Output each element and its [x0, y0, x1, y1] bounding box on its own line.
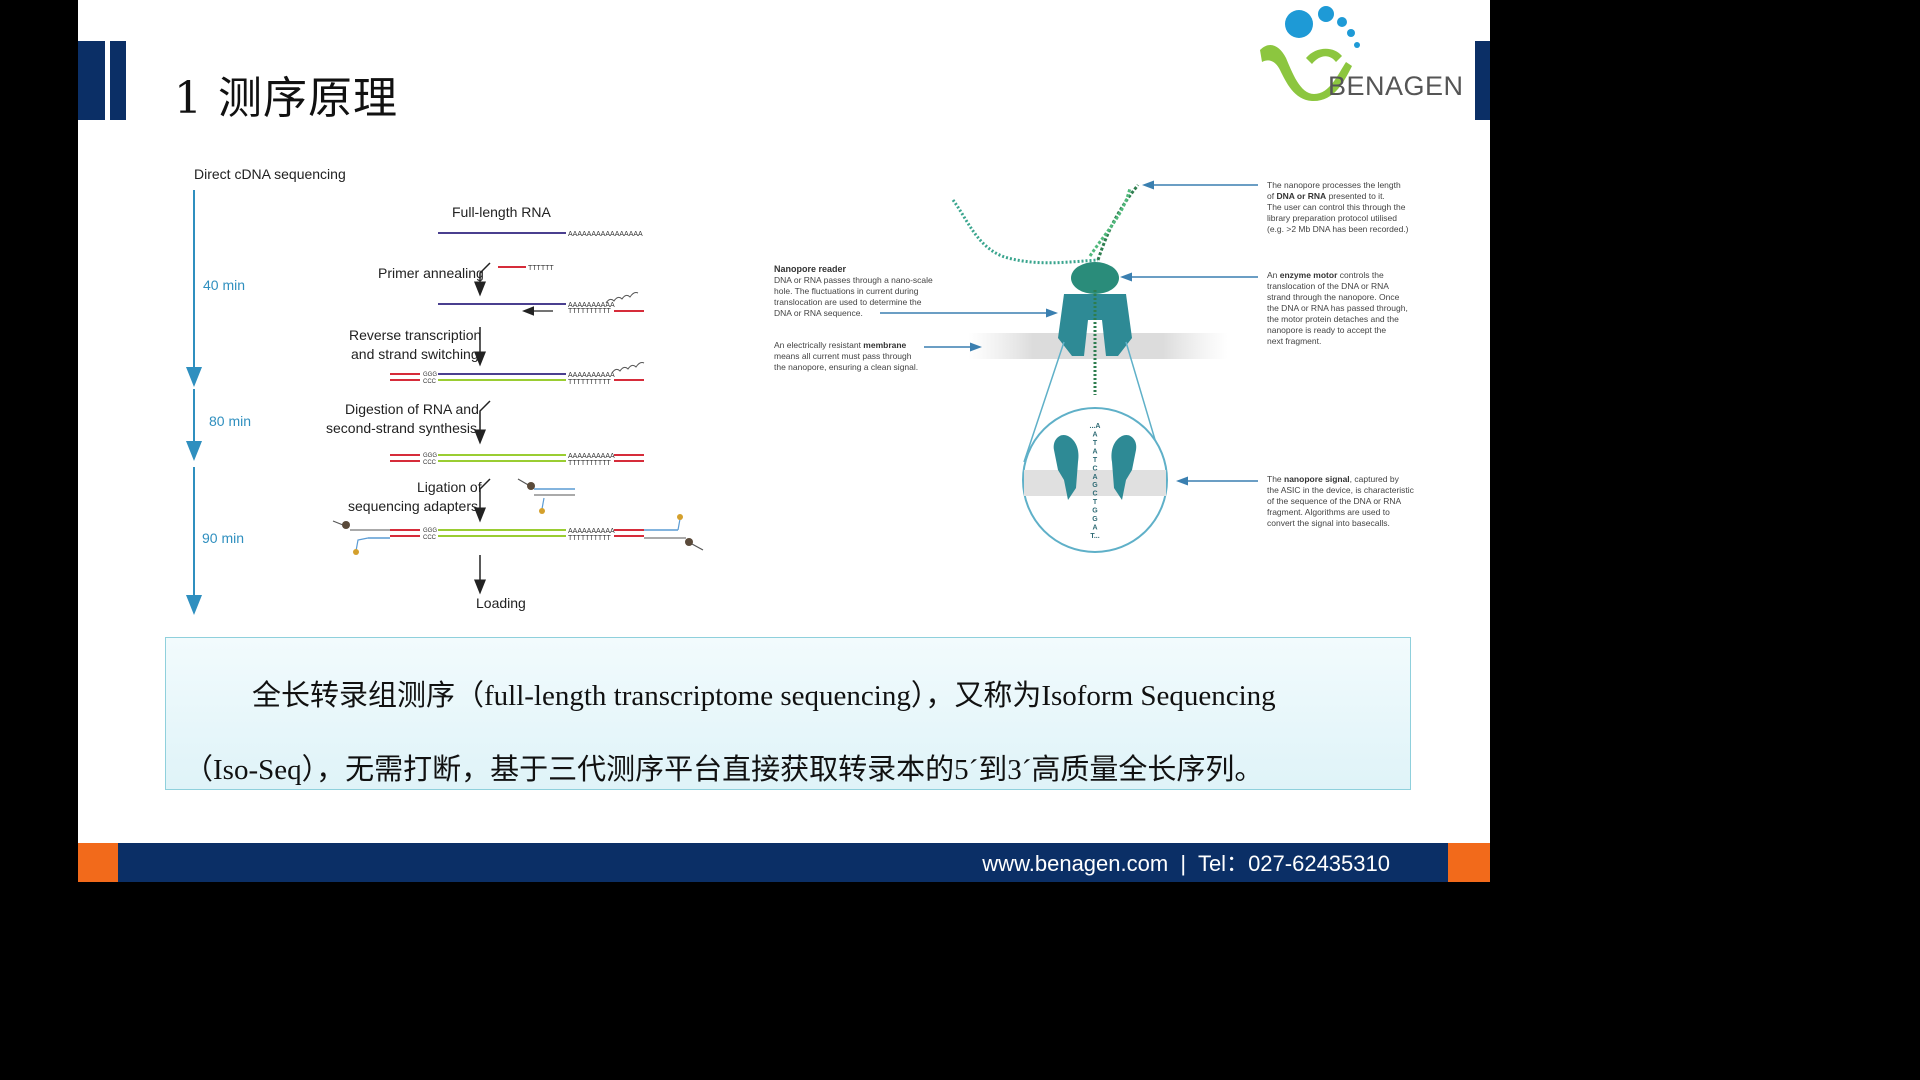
left-accent-bar-wide [78, 41, 105, 120]
time-label-1: 40 min [203, 277, 245, 293]
ggg-2: GGG [423, 453, 437, 459]
length-line-3: The user can control this through the [1267, 202, 1406, 212]
enzyme-line-5: the motor protein detaches and the [1267, 314, 1399, 324]
description-box: 全长转录组测序（full-length transcriptome sequen… [165, 637, 1411, 790]
polya-tail-3: AAAAAAAAAA [568, 372, 615, 379]
dna-base-letter: G [1092, 482, 1098, 489]
dna-base-letter: G [1092, 508, 1098, 515]
time-label-2: 80 min [209, 413, 251, 429]
signal-line-5: convert the signal into basecalls. [1267, 518, 1390, 528]
description-line-2: （Iso-Seq），无需打断，基于三代测序平台直接获取转录本的5´到3´高质量全… [184, 754, 1264, 786]
dna-base-letter: C [1092, 465, 1097, 472]
signal-line-4: fragment. Algorithms are used to [1267, 507, 1390, 517]
membrane-line-3: the nanopore, ensuring a clean signal. [774, 362, 918, 372]
polya-tail-4: AAAAAAAAAA [568, 453, 615, 460]
dna-base-letter: ...A [1090, 423, 1101, 430]
dna-base-letter: A [1092, 448, 1097, 455]
signal-line-1: The nanopore signal, captured by [1267, 474, 1400, 484]
length-line-4: library preparation protocol utilised [1267, 213, 1397, 223]
enzyme-line-7: next fragment. [1267, 336, 1321, 346]
length-line-5: (e.g. >2 Mb DNA has been recorded.) [1267, 224, 1409, 234]
description-line-1: 全长转录组测序（full-length transcriptome sequen… [252, 680, 1276, 712]
logo-text: BENAGEN [1328, 71, 1464, 101]
reader-line-1: DNA or RNA passes through a nano-scale [774, 275, 933, 285]
page-title: 1 测序原理 [174, 73, 398, 124]
enzyme-line-4: the DNA or RNA has passed through, [1267, 303, 1408, 313]
step-ligation-line1: Ligation of [417, 479, 482, 495]
reader-line-2: hole. The fluctuations in current during [774, 286, 919, 296]
step-rt-line2: and strand switching [351, 346, 479, 362]
enzyme-line-6: nanopore is ready to accept the [1267, 325, 1386, 335]
polya-tail-2: AAAAAAAAAA [568, 302, 615, 309]
footer-accent-left [78, 843, 118, 882]
polyt-bound-4: TTTTTTTTTT [568, 535, 611, 542]
dna-base-letter: C [1092, 491, 1097, 498]
enzyme-line-1: An enzyme motor controls the [1267, 270, 1384, 280]
step-digest-line1: Digestion of RNA and [345, 401, 479, 417]
dna-base-letter: T [1093, 440, 1098, 447]
signal-line-3: of the sequence of the DNA or RNA [1267, 496, 1402, 506]
dna-base-letter: T... [1090, 533, 1099, 540]
step-ligation-line2: sequencing adapters [348, 498, 478, 514]
membrane-line-1: An electrically resistant membrane [774, 340, 907, 350]
enzyme-line-2: translocation of the DNA or RNA [1267, 281, 1389, 291]
reader-line-4: DNA or RNA sequence. [774, 308, 863, 318]
polya-tail-5: AAAAAAAAAA [568, 528, 615, 535]
polyt-bound-2: TTTTTTTTTT [568, 379, 611, 386]
membrane-line-2: means all current must pass through [774, 351, 912, 361]
dna-base-letter: T [1093, 457, 1098, 464]
footer-contact: www.benagen.com | Tel：027-62435310 [982, 851, 1390, 876]
step-rt-line1: Reverse transcription [349, 327, 481, 343]
right-accent-bar [1475, 41, 1490, 120]
signal-line-2: the ASIC in the device, is characteristi… [1267, 485, 1415, 495]
enzyme-line-3: strand through the nanopore. Once [1267, 292, 1400, 302]
dna-base-letter: G [1092, 516, 1098, 523]
left-accent-bar-thin [110, 41, 126, 120]
polyt-bound-1: TTTTTTTTTT [568, 308, 611, 315]
ggg-1: GGG [423, 372, 437, 378]
footer-bar: www.benagen.com | Tel：027-62435310 [78, 843, 1490, 882]
reader-line-3: translocation are used to determine the [774, 297, 922, 307]
footer-accent-right [1448, 843, 1490, 882]
dna-base-letter: A [1092, 474, 1097, 481]
ccc-3: CCC [423, 535, 437, 541]
step-primer-annealing: Primer annealing [378, 265, 484, 281]
length-line-2: of DNA or RNA presented to it. [1267, 191, 1385, 201]
step-full-length-rna: Full-length RNA [452, 204, 551, 220]
dna-base-letter: T [1093, 499, 1098, 506]
dna-base-letter: A [1092, 525, 1097, 532]
dna-base-letter: A [1092, 431, 1097, 438]
step-digest-line2: second-strand synthesis [326, 420, 477, 436]
length-line-1: The nanopore processes the length [1267, 180, 1401, 190]
ggg-3: GGG [423, 528, 437, 534]
polya-tail-1: AAAAAAAAAAAAAAAA [568, 231, 643, 238]
step-loading: Loading [476, 595, 526, 611]
time-label-3: 90 min [202, 530, 244, 546]
slide: 1 测序原理 BENAGEN Direct cDNA sequencing 40… [78, 0, 1490, 882]
cdna-workflow-diagram: Direct cDNA sequencing 40 min 80 min 90 … [186, 166, 704, 615]
polyt-primer: TTTTTT [528, 265, 554, 272]
reader-title: Nanopore reader [774, 264, 847, 274]
ccc-1: CCC [423, 379, 437, 385]
workflow-heading: Direct cDNA sequencing [194, 166, 346, 182]
polyt-bound-3: TTTTTTTTTT [568, 460, 611, 467]
benagen-logo-icon [1260, 6, 1360, 102]
ccc-2: CCC [423, 460, 437, 466]
